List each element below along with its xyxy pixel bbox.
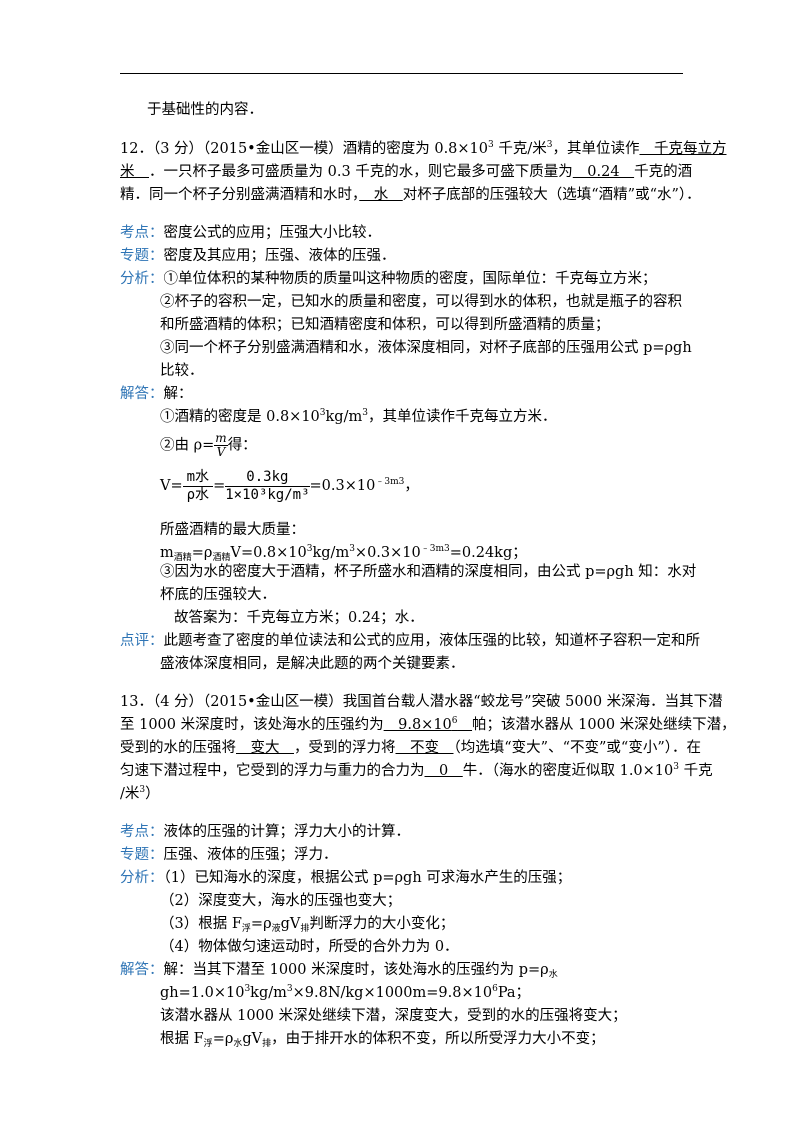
q13-answer-1: 9.8×106 (383, 716, 458, 734)
q13-jieda-1: 解答：解：当其下潜至 1000 米深度时，该处海水的压强约为 p=ρ水 (120, 962, 558, 980)
q13-jieda-4: 根据 F浮=ρ水gV排，由于排开水的体积不变，所以所受浮力大小不变； (160, 1031, 605, 1049)
q12-fenxi-1: 分析：①单位体积的某种物质的质量叫这种物质的密度，国际单位：千克每立方米； (120, 271, 657, 287)
q12-fenxi-5: 比较． (160, 363, 204, 379)
q12-fenxi-4: ③同一个杯子分别盛满酒精和水，液体深度相同，对杯子底部的压强用公式 p=ρgh (160, 340, 692, 356)
q12-jieda: 解答：解： (120, 386, 193, 402)
kaodian-label: 考点： (120, 824, 164, 840)
q13-jieda-2: gh=1.0×103kg/m3×9.8N/kg×1000m=9.8×106Pa； (160, 984, 531, 1002)
q12-line1: 12．（3 分）（2015•金山区一模）酒精的密度为 0.8×103 千克/米3… (120, 140, 727, 158)
q12-answer-1-cont: 米 (120, 164, 149, 180)
jieda-label: 解答： (120, 962, 164, 978)
q13-answer-2: 变大 (236, 740, 294, 756)
q12-step1: ①酒精的密度是 0.8×103kg/m3，其单位读作千克每立方米． (160, 408, 557, 426)
q13-jieda-3: 该潜水器从 1000 米深处继续下潜，深度变大，受到的水的压强将变大； (160, 1008, 627, 1024)
q13-line5: /米3） (120, 785, 160, 803)
q12-answer-2: 0.24 (572, 164, 635, 180)
q13-fenxi-2: （2）深度变大，海水的压强也变大； (160, 893, 402, 909)
q13-fenxi-3: （3）根据 F浮=ρ液gV排判断浮力的大小变化； (160, 916, 455, 934)
q13-line1: 13．（4 分）（2015•金山区一模）我国首台载人潜水器“蛟龙号”突破 500… (120, 694, 723, 710)
header-rule (120, 73, 683, 74)
q12-fenxi-3: 和所盛酒精的体积；已知酒精密度和体积，可以得到所盛酒精的质量； (160, 317, 610, 333)
q13-zhuanti: 专题：压强、液体的压强；浮力． (120, 847, 338, 863)
q12-zhuanti: 专题：密度及其应用；压强、液体的压强． (120, 248, 396, 264)
q12-answer-1: 千克每立方 (639, 141, 727, 157)
q12-step3-b: 杯底的压强较大． (160, 587, 276, 603)
q12-line2: 米 ．一只杯子最多可盛质量为 0.3 千克的水，则它最多可盛下质量为 0.24 … (120, 164, 693, 180)
q13-answer-3: 不变 (395, 740, 454, 756)
q13-kaodian: 考点：液体的压强的计算；浮力大小的计算． (120, 824, 410, 840)
dianping-label: 点评： (120, 633, 164, 649)
q12-answer-3: 水 (359, 187, 403, 203)
q12-mass-equation: m酒精=ρ酒精V=0.8×103kg/m3×0.3×10﹣3m3=0.24kg； (160, 544, 527, 563)
q12-final-answer: 故答案为：千克每立方米；0.24；水． (174, 610, 424, 626)
jieda-label: 解答： (120, 386, 164, 402)
intro-tail: 于基础性的内容． (147, 102, 263, 118)
kaodian-label: 考点： (120, 225, 164, 241)
zhuanti-label: 专题： (120, 847, 164, 863)
zhuanti-label: 专题： (120, 248, 164, 264)
q13-line4: 匀速下潜过程中，它受到的浮力与重力的合力为 0 牛．（海水的密度近似取 1.0×… (120, 762, 713, 780)
fenxi-label: 分析： (120, 271, 164, 287)
q13-fenxi-1: 分析：（1）已知海水的深度，根据公式 p=ρgh 可求海水产生的压强； (120, 870, 572, 886)
fenxi-label: 分析： (120, 870, 164, 886)
q13-answer-4: 0 (424, 763, 463, 779)
q13-fenxi-4: （4）物体做匀速运动时，所受的合外力为 0． (160, 939, 459, 955)
q13-line3: 受到的水的压强将 变大 ，受到的浮力将 不变 （均选填“变大”、“不变”或“变小… (120, 740, 701, 756)
q12-kaodian: 考点：密度公式的应用；压强大小比较． (120, 225, 381, 241)
q12-dianping-1: 点评：此题考查了密度的单位读法和公式的应用，液体压强的比较，知道杯子容积一定和所 (120, 633, 700, 649)
q12-line3: 精．同一个杯子分别盛满酒精和水时， 水 对杯子底部的压强较大（选填“酒精”或“水… (120, 187, 701, 203)
q12-maxmass-label: 所盛酒精的最大质量： (160, 522, 305, 538)
q13-line2: 至 1000 米深度时，该处海水的压强约为 9.8×106 帕；该潜水器从 10… (120, 716, 736, 734)
q12-step3-a: ③因为水的密度大于酒精，杯子所盛水和酒精的深度相同，由公式 p=ρgh 知：水对 (160, 564, 697, 580)
q12-fenxi-2: ②杯子的容积一定，已知水的质量和密度，可以得到水的体积，也就是瓶子的容积 (160, 294, 682, 310)
q12-dianping-2: 盛液体深度相同，是解决此题的两个关键要素． (160, 656, 465, 672)
